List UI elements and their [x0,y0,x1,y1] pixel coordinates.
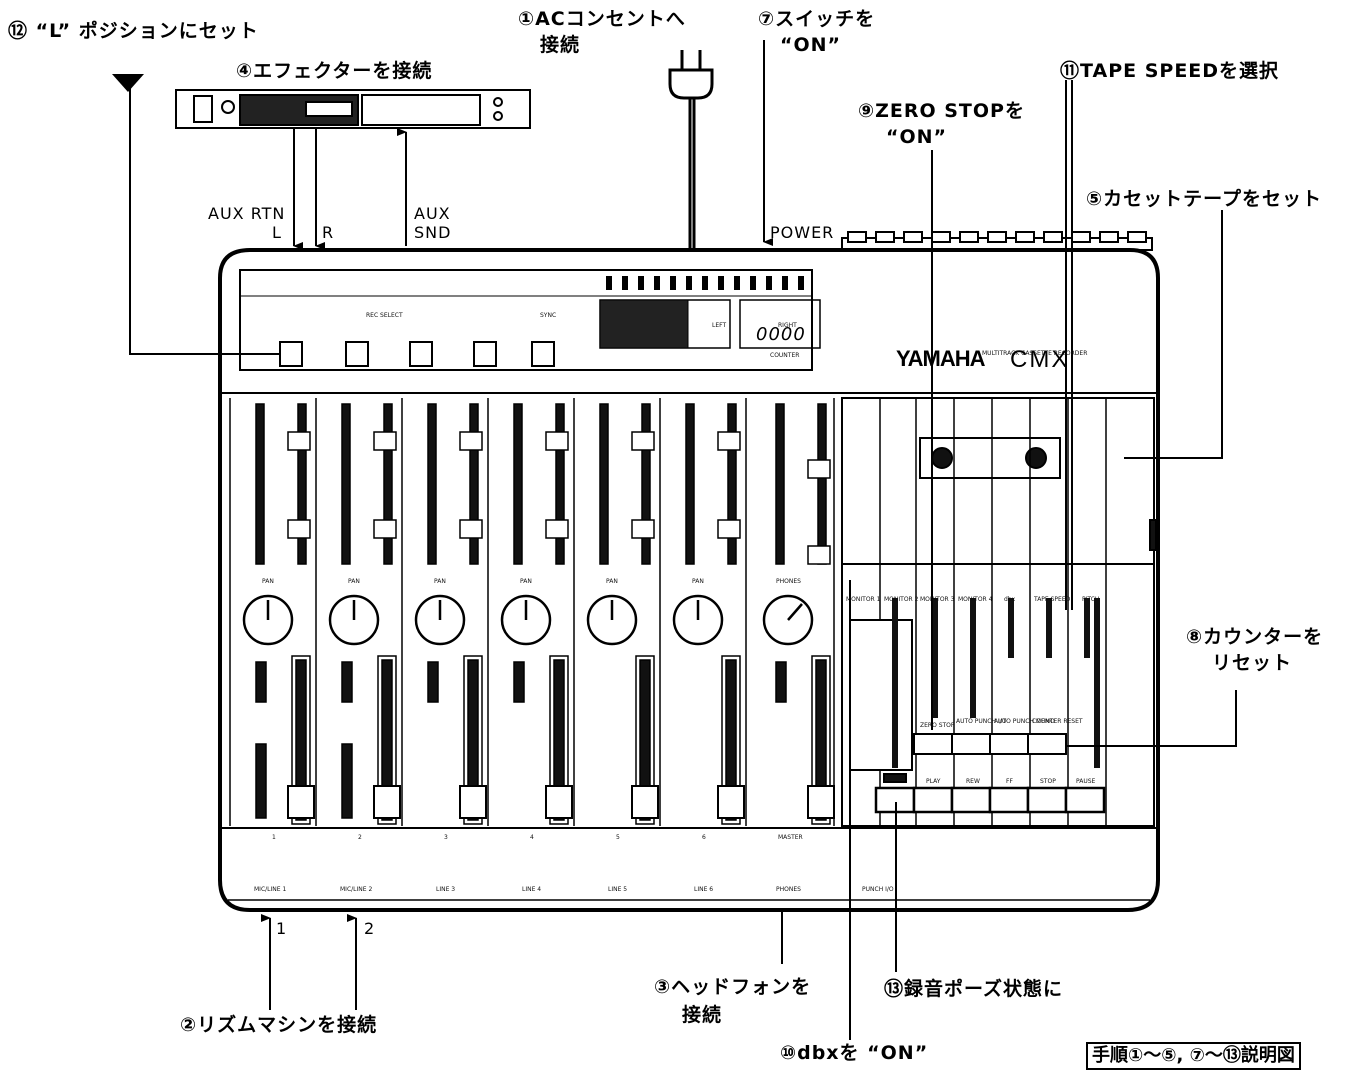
monitor-label: TAPE SPEED [1034,596,1070,603]
step-3-label: ③ヘッドフォンを [654,976,811,998]
func-button-label: COUNTER RESET [1032,718,1083,725]
aux-rtn-label: AUX RTN [208,205,285,223]
power-plug-icon [670,50,712,250]
step-12-label: ⑫ “L” ポジションにセット [8,20,259,42]
monitor-label: MONITOR 2 [884,596,918,603]
step-13-label: ⑬録音ポーズ状態に [884,978,1063,1000]
rec-select-label: REC SELECT [366,312,403,319]
channel-number: 1 [272,834,276,841]
func-button-label: ZERO STOP [920,722,955,729]
step-8-label: ⑧カウンターを [1186,626,1323,648]
pan-label: PAN [434,578,446,585]
jack-label: LINE 5 [608,886,627,893]
monitor-label: MONITOR 3 [920,596,954,603]
monitor-label: dbx [1004,596,1015,603]
monitor-label: MONITOR 1 [846,596,880,603]
step-4-label: ④エフェクターを接続 [236,60,432,82]
pan-label: PAN [520,578,532,585]
step-7-label: ⑦スイッチを [758,8,875,30]
monitor-label: PITCH [1082,596,1099,603]
caption-box: 手順①〜⑤, ⑦〜⑬説明図 [1086,1042,1301,1070]
brand-logo: YAMAHA [896,346,985,372]
master-label: MASTER [778,834,803,841]
effector-unit [176,90,530,128]
aux-snd-label-b: SND [414,224,451,242]
jack-label: MIC/LINE 2 [340,886,372,893]
pan-label: PAN [348,578,360,585]
transport-label: FF [1006,778,1013,785]
model-subtitle: MULTITRACK CASSETTE RECORDER [982,350,1087,357]
pan-label: PAN [692,578,704,585]
power-label: POWER [770,224,834,242]
transport-label: PAUSE [1076,778,1095,785]
jack-label: PUNCH I/O [862,886,894,893]
transport-label: PLAY [926,778,940,785]
monitor-label: MONITOR 4 [958,596,992,603]
cassette-top-tabs [848,232,1146,242]
input-2-label: 2 [364,920,375,938]
pan-label: PAN [262,578,274,585]
step-11-label: ⑪TAPE SPEEDを選択 [1060,60,1279,82]
jack-label: PHONES [776,886,801,893]
jack-label: LINE 3 [436,886,455,893]
counter-display: 0000 [756,326,806,344]
step-10-label: ⑩dbxを “ON” [780,1042,928,1064]
transport-label: REW [966,778,980,785]
step-2-label: ②リズムマシンを接続 [180,1014,377,1036]
phones-label: PHONES [776,578,801,585]
step-5-label: ⑤カセットテープをセット [1086,188,1322,210]
channel-number: 6 [702,834,706,841]
aux-snd-label: AUX [414,205,451,223]
sync-label: SYNC [540,312,556,319]
channel-number: 5 [616,834,620,841]
jack-label: LINE 6 [694,886,713,893]
jack-label: MIC/LINE 1 [254,886,286,893]
aux-rtn-r-label: R [322,224,334,242]
jack-label: LINE 4 [522,886,541,893]
display-left-label: LEFT [712,322,726,329]
counter-label: COUNTER [770,352,799,359]
channel-number: 4 [530,834,534,841]
aux-rtn-l-label: L [272,224,282,242]
transport-label: STOP [1040,778,1056,785]
pan-label: PAN [606,578,618,585]
step-9-label: ⑨ZERO STOPを [858,100,1025,122]
input-1-label: 1 [276,920,287,938]
step-1-label-b: 接続 [540,34,580,56]
step-7-label-b: “ON” [780,34,841,56]
step-9-label-b: “ON” [886,126,947,148]
step-8-label-b: リセット [1212,652,1292,674]
channel-number: 3 [444,834,448,841]
step-3-label-b: 接続 [682,1004,722,1026]
step-1-label: ①ACコンセントへ [518,8,686,30]
arrow-head-icon [112,74,144,92]
channel-number: 2 [358,834,362,841]
